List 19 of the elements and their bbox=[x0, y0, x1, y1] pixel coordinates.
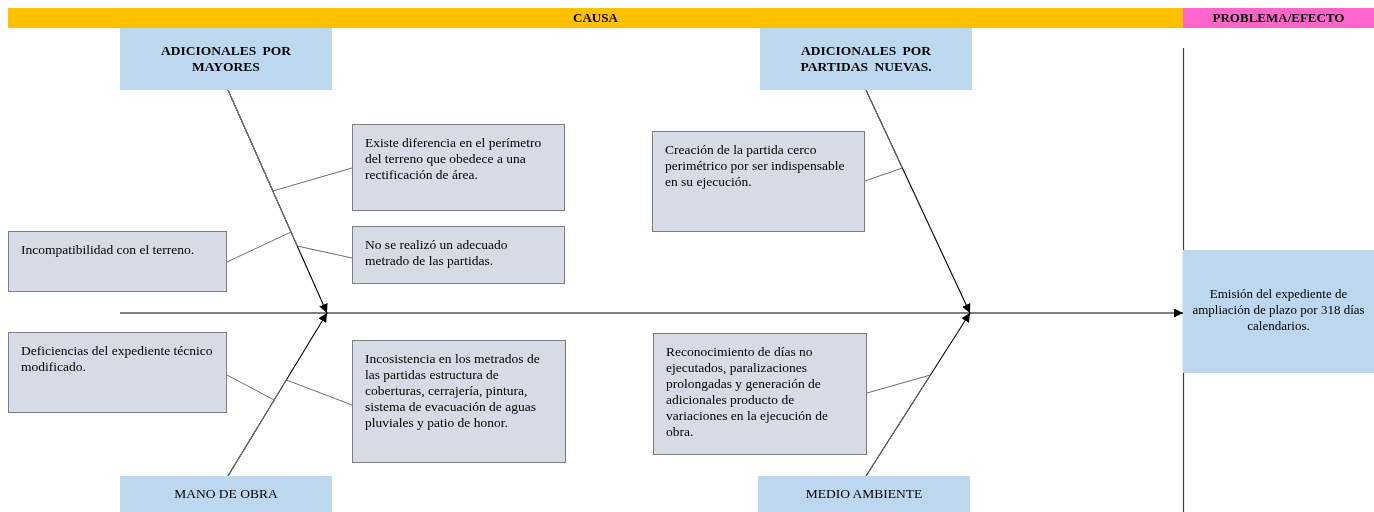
category-box: ADICIONALES POR PARTIDAS NUEVAS. bbox=[760, 28, 972, 90]
cause-box: Reconocimiento de días no ejecutados, paralizaciones prolongadas y generación de adicionales producto de variaciones en la ejecución de obra. bbox=[653, 333, 867, 455]
connector-line bbox=[864, 89, 903, 182]
category-box: MEDIO AMBIENTE bbox=[758, 476, 970, 512]
cause-box: Incosistencia en los metrados de las partidas estructura de coberturas, cerrajería, pintura, sistema de evacuación de aguas pluviales y patio de honor. bbox=[352, 340, 566, 463]
connector-line bbox=[227, 379, 353, 477]
cause-box: Creación de la partida cerco perimétrico por ser indispensable en su ejecución. bbox=[652, 131, 865, 232]
header-band: PROBLEMA/EFECTO bbox=[1183, 8, 1374, 28]
category-box: ADICIONALES POR MAYORES bbox=[120, 28, 332, 90]
cause-box: Existe diferencia en el perímetro del terreno que obedece a una rectificación de área. bbox=[352, 124, 565, 211]
arrow bbox=[119, 308, 1184, 318]
effect-box: Emisión del expediente de ampliación de plazo por 318 días calendarios. bbox=[1183, 250, 1374, 373]
header-band: CAUSA bbox=[8, 8, 1183, 28]
category-box: MANO DE OBRA bbox=[120, 476, 332, 512]
connector-line bbox=[227, 89, 353, 259]
cause-box: Incompatibilidad con el terreno. bbox=[8, 231, 227, 292]
connector-line bbox=[865, 374, 931, 477]
cause-box: Deficiencias del expediente técnico modificado. bbox=[8, 332, 227, 413]
cause-box: No se realizó un adecuado metrado de las partidas. bbox=[352, 226, 565, 284]
